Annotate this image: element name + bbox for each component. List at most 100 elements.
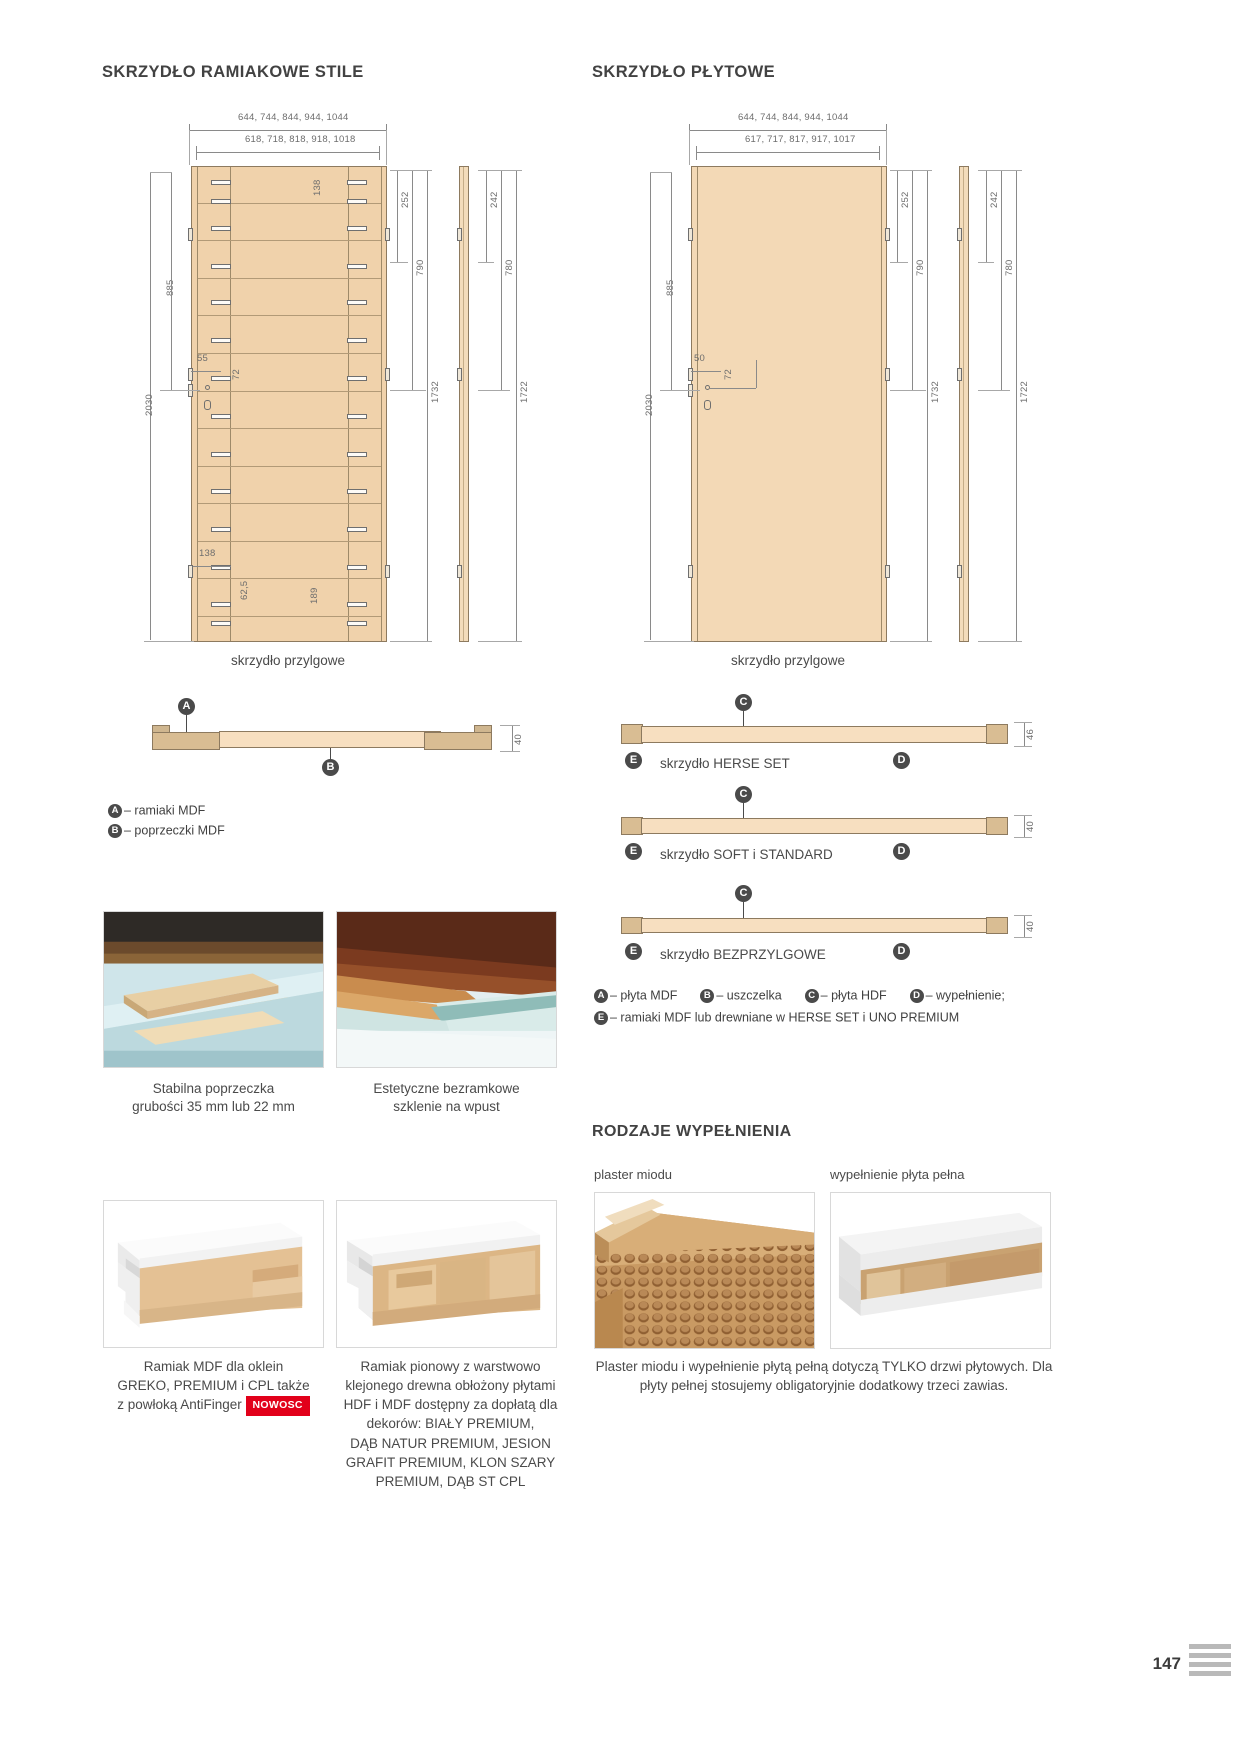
dim-thickness-46: 46 (1025, 729, 1036, 740)
callout-e-bubble-1: E (625, 752, 642, 769)
callout-b-bubble: B (322, 759, 339, 776)
dim-left-2030: 2030 (144, 394, 155, 416)
dim-right-1732: 1732 (930, 381, 941, 403)
dim-right-1722: 1722 (1019, 381, 1030, 403)
caption-text: Ramiak MDF dla oklein GREKO, PREMIUM i C… (117, 1359, 310, 1413)
dim-left-138-bottom: 138 (199, 548, 216, 559)
legend-bubble-a: A (108, 803, 122, 818)
dim-left-62-5: 62,5 (239, 580, 250, 600)
dim-left-790: 790 (415, 259, 426, 276)
callout-d-bubble-2: D (893, 843, 910, 860)
callout-c-bubble-2: C (735, 786, 752, 803)
legend-text-a2: – płyta MDF (610, 988, 678, 1003)
legend-bubble-e2: E (594, 1010, 608, 1025)
photo-card-solid-core (830, 1192, 1051, 1349)
callout-d-bubble-1: D (893, 752, 910, 769)
callout-e-bubble-2: E (625, 843, 642, 860)
caption-line: Stabilna poprzeczka grubości 35 mm lub 2… (132, 1081, 295, 1114)
caption-fill-types: Plaster miodu i wypełnienie płytą pełną … (595, 1359, 1053, 1394)
legend-text-e2: – ramiaki MDF lub drewniane w HERSE SET … (610, 1010, 960, 1025)
label-plyta-pelna: wypełnienie płyta pełna (830, 1167, 965, 1182)
lock-pin-icon-right (705, 385, 710, 390)
page-number: 147 (1152, 1654, 1181, 1673)
dim-right-width-inner: 617, 717, 817, 917, 1017 (745, 134, 856, 145)
legend-text-c2: – płyta HDF (820, 988, 887, 1003)
dim-right-50: 50 (694, 353, 705, 364)
dim-thickness-40-b: 40 (1025, 921, 1036, 932)
legend-text-d2: – wypełnienie; (925, 988, 1005, 1003)
photo-plyta-pelna (831, 1193, 1050, 1348)
photo-card-poprzeczka (103, 911, 324, 1068)
dim-left-55: 55 (197, 353, 208, 364)
legend-bubble-b: B (108, 823, 122, 838)
photo-card-ramiak-pionowy (336, 1200, 557, 1348)
caption-left-drawing: skrzydło przylgowe (230, 653, 346, 668)
dim-left-138-top: 138 (312, 179, 323, 196)
photo-plaster-miodu (595, 1193, 814, 1348)
caption-right-drawing: skrzydło przylgowe (730, 653, 846, 668)
label-section-bezprzylgowe: skrzydło BEZPRZYLGOWE (660, 947, 826, 962)
legend-bubble-a2: A (594, 988, 608, 1003)
photo-card-honeycomb (594, 1192, 815, 1349)
legend-left-b: B– poprzeczki MDF (108, 823, 225, 838)
dim-right-width-outer: 644, 744, 844, 944, 1044 (738, 112, 849, 123)
footer-bars-decoration (1189, 1644, 1231, 1680)
dim-thickness-40-a: 40 (1025, 821, 1036, 832)
caption-card-poprzeczka: Stabilna poprzeczka grubości 35 mm lub 2… (103, 1080, 324, 1116)
caption-card-ramiak-mdf: Ramiak MDF dla oklein GREKO, PREMIUM i C… (95, 1357, 332, 1416)
dim-right-2030: 2030 (644, 394, 655, 416)
dim-right-252: 252 (900, 191, 911, 208)
section-title-fill: RODZAJE WYPEŁNIENIA (592, 1123, 792, 1140)
legend-bubble-d2: D (909, 988, 924, 1003)
legend-text-b: – poprzeczki MDF (124, 823, 225, 838)
door-side-profile-right (959, 166, 969, 642)
photo-card-szklenie (336, 911, 557, 1068)
keyhole-icon-right (704, 400, 711, 410)
section-title-right: SKRZYDŁO PŁYTOWE (592, 63, 776, 81)
nowosc-badge: NOWOSC (245, 1395, 310, 1416)
door-flush-body (691, 166, 887, 642)
label-plaster-miodu: plaster miodu (594, 1167, 673, 1182)
section-title-left: SKRZYDŁO RAMIAKOWE STILE (102, 63, 364, 81)
dim-left-780: 780 (504, 259, 515, 276)
keyhole-icon (204, 400, 211, 410)
photo-ramiak-mdf (104, 1201, 323, 1347)
legend-bubble-c2: C (804, 988, 819, 1003)
dim-left-1732: 1732 (430, 381, 441, 403)
photo-card-ramiak-mdf (103, 1200, 324, 1348)
dim-right-242: 242 (989, 191, 1000, 208)
door-side-profile (459, 166, 469, 642)
dim-left-252: 252 (400, 191, 411, 208)
dim-left-1722: 1722 (519, 381, 530, 403)
callout-c-bubble-3: C (735, 885, 752, 902)
photo-bezramkowe-szklenie (337, 912, 556, 1067)
callout-d-bubble-3: D (893, 943, 910, 960)
dim-right-72: 72 (723, 369, 734, 380)
caption-card-szklenie: Estetyczne bezramkowe szklenie na wpust (336, 1080, 557, 1116)
legend-text-a: – ramiaki MDF (124, 803, 206, 818)
dim-left-72: 72 (231, 369, 242, 380)
dim-right-790: 790 (915, 259, 926, 276)
caption-line: Estetyczne bezramkowe szklenie na wpust (373, 1081, 520, 1114)
door-frame-body (191, 166, 387, 642)
dim-left-width-inner: 618, 718, 818, 918, 1018 (245, 134, 356, 145)
dim-right-780: 780 (1004, 259, 1015, 276)
dim-left-189: 189 (309, 587, 320, 604)
caption-text: Ramiak pionowy z warstwowo klejonego dre… (343, 1359, 558, 1489)
photo-stabilna-poprzeczka (104, 912, 323, 1067)
photo-ramiak-pionowy (337, 1201, 556, 1347)
callout-a-bubble: A (178, 698, 195, 715)
label-section-herse: skrzydło HERSE SET (660, 756, 790, 771)
dim-left-thickness-40: 40 (513, 734, 524, 745)
lock-pin-icon (205, 385, 210, 390)
dim-left-width-outer: 644, 744, 844, 944, 1044 (238, 112, 349, 123)
legend-left-a: A– ramiaki MDF (108, 803, 205, 818)
label-section-soft: skrzydło SOFT i STANDARD (660, 847, 833, 862)
callout-c-bubble-1: C (735, 694, 752, 711)
legend-bubble-b2: B (700, 988, 715, 1003)
legend-text-b2: – uszczelka (716, 988, 782, 1003)
legend-right-row1: A– płyta MDF B– uszczelka C– płyta HDF D… (594, 988, 1005, 1003)
dim-left-242: 242 (489, 191, 500, 208)
legend-right-row2: E– ramiaki MDF lub drewniane w HERSE SET… (594, 1010, 959, 1025)
